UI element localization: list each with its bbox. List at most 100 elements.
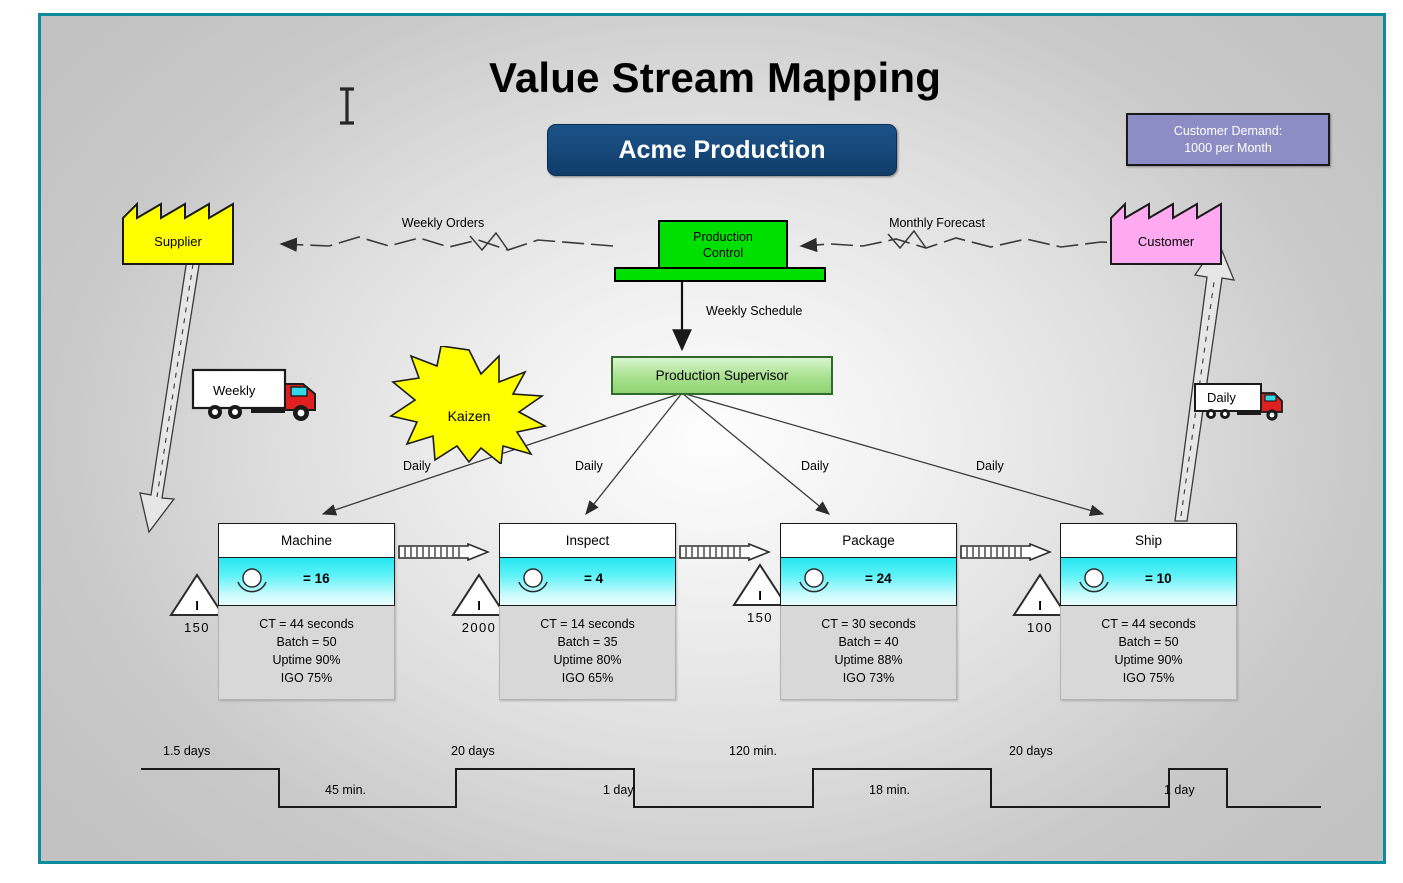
timeline-process-time-2: 18 min. [869,783,910,797]
inventory-symbol: I [195,598,199,613]
process-igo: IGO 75% [280,671,333,686]
process-uptime: Uptime 80% [553,653,622,668]
process-operator-band: = 24 [780,557,957,606]
operator-icon [1079,568,1109,593]
daily-label-machine: Daily [403,459,431,473]
process-ct: CT = 30 seconds [821,617,916,631]
production-control-base [614,267,826,282]
process-name-label: Ship [1134,533,1163,548]
inbound-shipment-label: Weekly [213,383,256,398]
company-name-label: Acme Production [618,135,826,164]
inventory-triangle-icon [451,573,507,616]
process-name-label: Machine [280,533,333,548]
process-box-machine[interactable]: Machine = 16 CT = 44 seconds Batch = 50 … [218,523,395,700]
process-box-inspect[interactable]: Inspect = 4 CT = 14 seconds Batch = 35 U… [499,523,676,700]
inventory-qty: 150 [747,610,773,625]
operator-count: = 16 [303,571,330,586]
kaizen-burst[interactable]: Kaizen [389,345,549,469]
supplier-label: Supplier [154,234,202,249]
inventory-triangle-0[interactable]: I 150 [169,572,225,635]
timeline-lead-time-3: 20 days [1009,744,1053,758]
process-operator-band: = 16 [218,557,395,606]
kaizen-starburst-icon [389,345,548,466]
company-name-banner: Acme Production [547,124,897,176]
timeline-process-time-0: 45 min. [325,783,366,797]
process-uptime: Uptime 90% [1114,653,1183,668]
daily-label-inspect: Daily [575,459,603,473]
inventory-triangle-3[interactable]: I 100 [1012,572,1068,635]
timeline-lead-time-2: 120 min. [729,744,777,758]
process-batch: Batch = 50 [276,635,337,650]
operator-count: = 4 [584,571,604,586]
process-metrics: CT = 44 seconds Batch = 50 Uptime 90% IG… [1061,606,1236,699]
process-name-label: Inspect [565,533,610,548]
push-arrow-package-ship [960,543,1052,561]
process-name-header: Ship [1060,523,1237,558]
weekly-orders-label: Weekly Orders [401,216,485,230]
process-metrics: CT = 14 seconds Batch = 35 Uptime 80% IG… [500,606,675,699]
process-name-header: Package [780,523,957,558]
process-batch: Batch = 35 [557,635,618,650]
process-igo: IGO 73% [842,671,895,686]
timeline-process-time-1: 1 day [603,783,634,797]
inventory-symbol: I [1038,598,1042,613]
daily-label-package: Daily [801,459,829,473]
weekly-schedule-label: Weekly Schedule [706,304,803,318]
inventory-triangle-icon [169,573,225,616]
process-batch: Batch = 40 [838,635,899,650]
outbound-shipment-truck: Daily [1193,381,1288,429]
operator-icon [518,568,548,593]
process-ct: CT = 44 seconds [259,617,354,631]
timeline-path [141,768,1321,808]
truck-icon [1194,383,1283,421]
inventory-triangle-1[interactable]: I 2000 [451,572,507,635]
truck-icon [191,368,316,421]
flow-monthly-forecast [799,229,1137,253]
process-metrics: CT = 30 seconds Batch = 40 Uptime 88% IG… [781,606,956,699]
inventory-qty: 2000 [461,620,497,635]
text-cursor-icon [340,87,354,125]
process-name-header: Machine [218,523,395,558]
customer-entity[interactable]: Customer [1109,198,1237,271]
inventory-symbol: I [477,598,481,613]
customer-demand-line1: Customer Demand: [1173,123,1283,138]
process-operator-band: = 10 [1060,557,1237,606]
supplier-entity[interactable]: Supplier [121,198,249,271]
diagram-frame: Value Stream Mapping Acme Production Cus… [38,13,1386,864]
process-operator-band: = 4 [499,557,676,606]
process-uptime: Uptime 90% [272,653,341,668]
process-metrics: CT = 44 seconds Batch = 50 Uptime 90% IG… [219,606,394,699]
page-title: Value Stream Mapping [488,54,942,101]
factory-icon [1110,201,1222,265]
inventory-qty: 100 [1027,620,1053,635]
outbound-shipment-label: Daily [1207,390,1236,405]
timeline-lead-time-1: 20 days [451,744,495,758]
material-flow-ship-to-customer [1174,239,1236,522]
process-box-package[interactable]: Package = 24 CT = 30 seconds Batch = 40 … [780,523,957,700]
flow-weekly-orders [279,231,614,252]
production-supervisor-box[interactable]: Production Supervisor [611,356,833,395]
process-ct: CT = 14 seconds [540,617,635,631]
monthly-forecast-label: Monthly Forecast [889,216,985,230]
customer-label: Customer [1137,234,1195,249]
push-arrow-inspect-package [679,543,771,561]
customer-demand-box: Customer Demand: 1000 per Month [1126,113,1330,166]
timeline-lead-time-0: 1.5 days [163,744,211,758]
process-batch: Batch = 50 [1118,635,1179,650]
factory-icon [122,201,234,265]
inventory-triangle-2[interactable]: I 150 [732,562,788,625]
timeline-process-time-3: 1 day [1164,783,1195,797]
production-supervisor-label: Production Supervisor [655,368,789,383]
operator-count: = 24 [865,571,892,586]
process-igo: IGO 75% [1122,671,1175,686]
process-ct: CT = 44 seconds [1101,617,1196,631]
timeline-ladder: 1.5 days 20 days 120 min. 20 days 45 min… [141,744,1321,817]
inventory-symbol: I [758,588,762,603]
inventory-triangle-icon [732,563,788,606]
process-box-ship[interactable]: Ship = 10 CT = 44 seconds Batch = 50 Upt… [1060,523,1237,700]
process-name-label: Package [842,533,895,548]
material-flow-supplier-to-inventory [139,258,201,534]
